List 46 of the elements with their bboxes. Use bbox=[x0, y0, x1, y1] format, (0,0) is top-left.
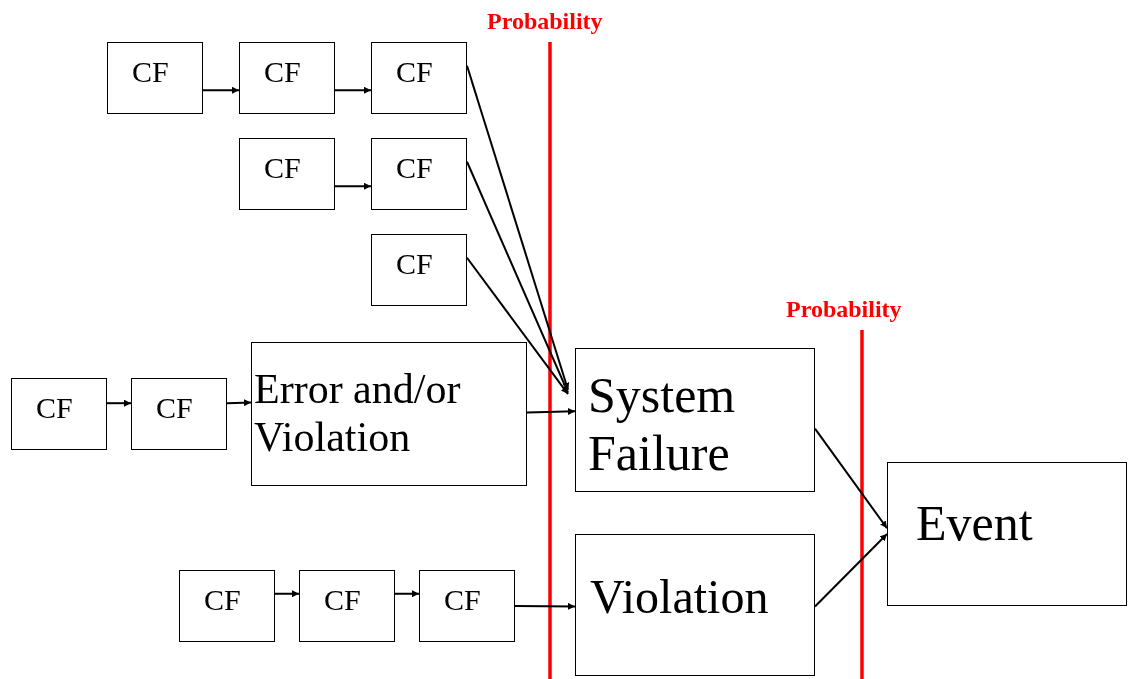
arrow bbox=[466, 160, 569, 394]
arrow bbox=[202, 86, 240, 94]
arrow bbox=[814, 427, 888, 530]
box-label: CF bbox=[396, 151, 434, 186]
process-box bbox=[179, 570, 275, 642]
box-label: CF bbox=[156, 391, 194, 426]
arrow bbox=[226, 399, 252, 407]
box-label: CF bbox=[396, 247, 434, 282]
process-box bbox=[887, 462, 1127, 606]
process-box bbox=[371, 138, 467, 210]
box-label: CF bbox=[396, 55, 434, 90]
box-label: CF bbox=[324, 583, 362, 618]
arrow bbox=[274, 590, 300, 598]
box-label: CF bbox=[132, 55, 170, 90]
arrow bbox=[466, 64, 570, 391]
box-label: Event bbox=[916, 495, 1034, 553]
process-box bbox=[107, 42, 203, 114]
process-box bbox=[251, 342, 527, 486]
process-box bbox=[371, 234, 467, 306]
box-label: CF bbox=[264, 55, 302, 90]
process-box bbox=[239, 42, 335, 114]
box-label: CF bbox=[36, 391, 74, 426]
box-label: Error and/or Violation bbox=[254, 365, 462, 462]
arrow bbox=[334, 86, 372, 94]
arrow bbox=[334, 182, 372, 190]
box-label: System Failure bbox=[588, 367, 737, 482]
box-label: Violation bbox=[590, 569, 770, 625]
box-label: CF bbox=[444, 583, 482, 618]
arrow bbox=[394, 590, 420, 598]
process-box bbox=[11, 378, 107, 450]
process-box bbox=[575, 534, 815, 676]
arrow bbox=[814, 533, 888, 608]
arrow bbox=[466, 256, 569, 396]
box-label: CF bbox=[204, 583, 242, 618]
arrow bbox=[514, 602, 576, 610]
process-box bbox=[419, 570, 515, 642]
process-box bbox=[575, 348, 815, 492]
box-label: CF bbox=[264, 151, 302, 186]
arrow bbox=[526, 408, 576, 416]
axis-label: Probability bbox=[487, 8, 603, 35]
process-box bbox=[131, 378, 227, 450]
process-box bbox=[239, 138, 335, 210]
process-box bbox=[299, 570, 395, 642]
arrow bbox=[106, 399, 132, 407]
axis-label: Probability bbox=[786, 296, 902, 323]
process-box bbox=[371, 42, 467, 114]
